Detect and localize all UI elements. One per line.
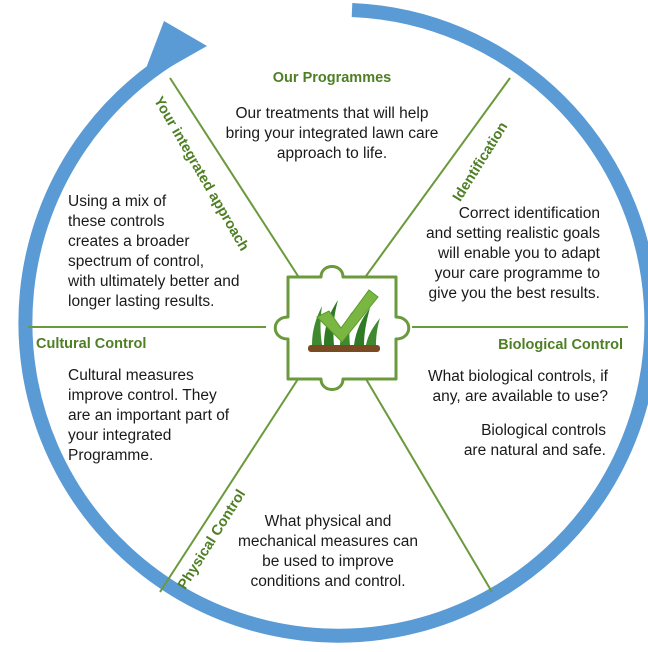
biological-line-1: What biological controls, if <box>427 368 608 385</box>
cultural-title: Cultural Control <box>36 336 147 352</box>
divider-upper-left <box>169 77 299 277</box>
integrated-line-1: Using a mix of <box>68 193 167 210</box>
identification-line-1: Correct identification <box>458 205 600 222</box>
grass-blade <box>366 318 380 345</box>
cultural-line-5: Programme. <box>68 447 154 464</box>
biological-line-2: any, are available to use? <box>432 388 609 405</box>
cycle-ring <box>18 3 648 643</box>
identification-line-2: and setting realistic goals <box>425 225 600 242</box>
programmes-title: Our Programmes <box>272 70 392 86</box>
integrated-line-6: longer lasting results. <box>68 293 215 310</box>
physical-line-4: conditions and control. <box>250 573 406 590</box>
grass-blade <box>354 308 370 345</box>
checkmark-icon <box>316 289 379 343</box>
integrated-line-5: with ultimately better and <box>68 273 240 290</box>
integrated-line-2: these controls <box>68 213 165 230</box>
biological-line-3: Biological controls <box>481 422 606 439</box>
divider-lines <box>28 77 628 593</box>
integrated-line-3: creates a broader <box>68 233 190 250</box>
cycle-arrowhead-icon <box>140 21 207 84</box>
biological-line-4: are natural and safe. <box>463 442 606 459</box>
cultural-line-4: your integrated <box>68 427 172 444</box>
identification-line-4: your care programme to <box>434 265 600 282</box>
divider-lower-left <box>159 378 299 593</box>
soil-strip <box>308 345 380 352</box>
programmes-line-1: Our treatments that will help <box>235 105 429 122</box>
programmes-line-2: bring your integrated lawn care <box>225 125 439 142</box>
identification-line-3: will enable you to adapt <box>437 245 600 262</box>
identification-line-5: give you the best results. <box>428 285 600 302</box>
physical-line-1: What physical and <box>264 513 392 530</box>
divider-upper-right <box>365 77 511 277</box>
physical-line-2: mechanical measures can <box>237 533 419 550</box>
integrated-line-4: spectrum of control, <box>68 253 205 270</box>
cultural-line-1: Cultural measures <box>68 367 194 384</box>
biological-title: Biological Control <box>498 337 623 353</box>
divider-lower-right <box>365 378 493 593</box>
cultural-line-2: improve control. They <box>68 387 217 404</box>
cultural-line-3: are an important part of <box>68 407 230 424</box>
programmes-line-3: approach to life. <box>276 145 388 162</box>
physical-line-3: be used to improve <box>262 553 394 570</box>
